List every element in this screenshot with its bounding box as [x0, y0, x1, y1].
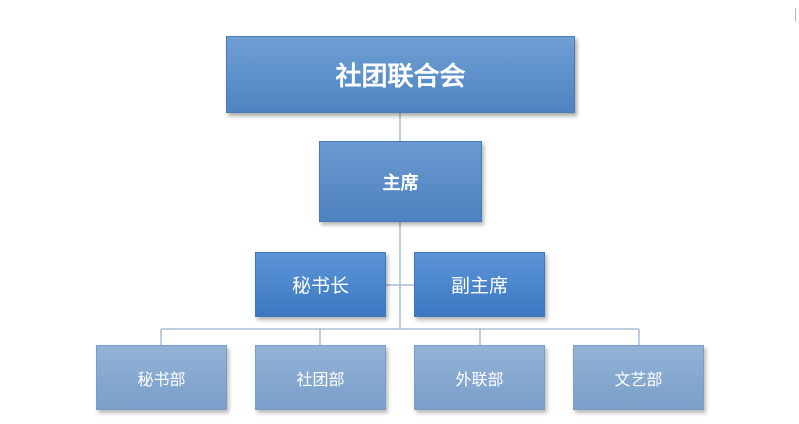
vice-chair-label: 副主席 — [450, 275, 508, 297]
department-node-secretariat[interactable]: 秘书部 — [96, 345, 227, 410]
root-node-label: 社团联合会 — [335, 62, 466, 92]
department-label: 外联部 — [455, 369, 504, 389]
chair-node[interactable]: 主席 — [319, 141, 482, 222]
vice-chair-node[interactable]: 副主席 — [414, 252, 545, 317]
department-label: 社团部 — [296, 369, 345, 389]
department-node-arts[interactable]: 文艺部 — [573, 345, 704, 410]
department-node-clubs[interactable]: 社团部 — [255, 345, 386, 410]
secretary-general-label: 秘书长 — [291, 275, 349, 297]
department-node-external-relations[interactable]: 外联部 — [414, 345, 545, 410]
department-label: 秘书部 — [137, 369, 186, 389]
secretary-general-node[interactable]: 秘书长 — [255, 252, 386, 317]
chair-node-label: 主席 — [382, 172, 419, 194]
page-edge-marker — [795, 8, 799, 22]
department-label: 文艺部 — [614, 369, 663, 389]
root-node[interactable]: 社团联合会 — [226, 36, 575, 113]
